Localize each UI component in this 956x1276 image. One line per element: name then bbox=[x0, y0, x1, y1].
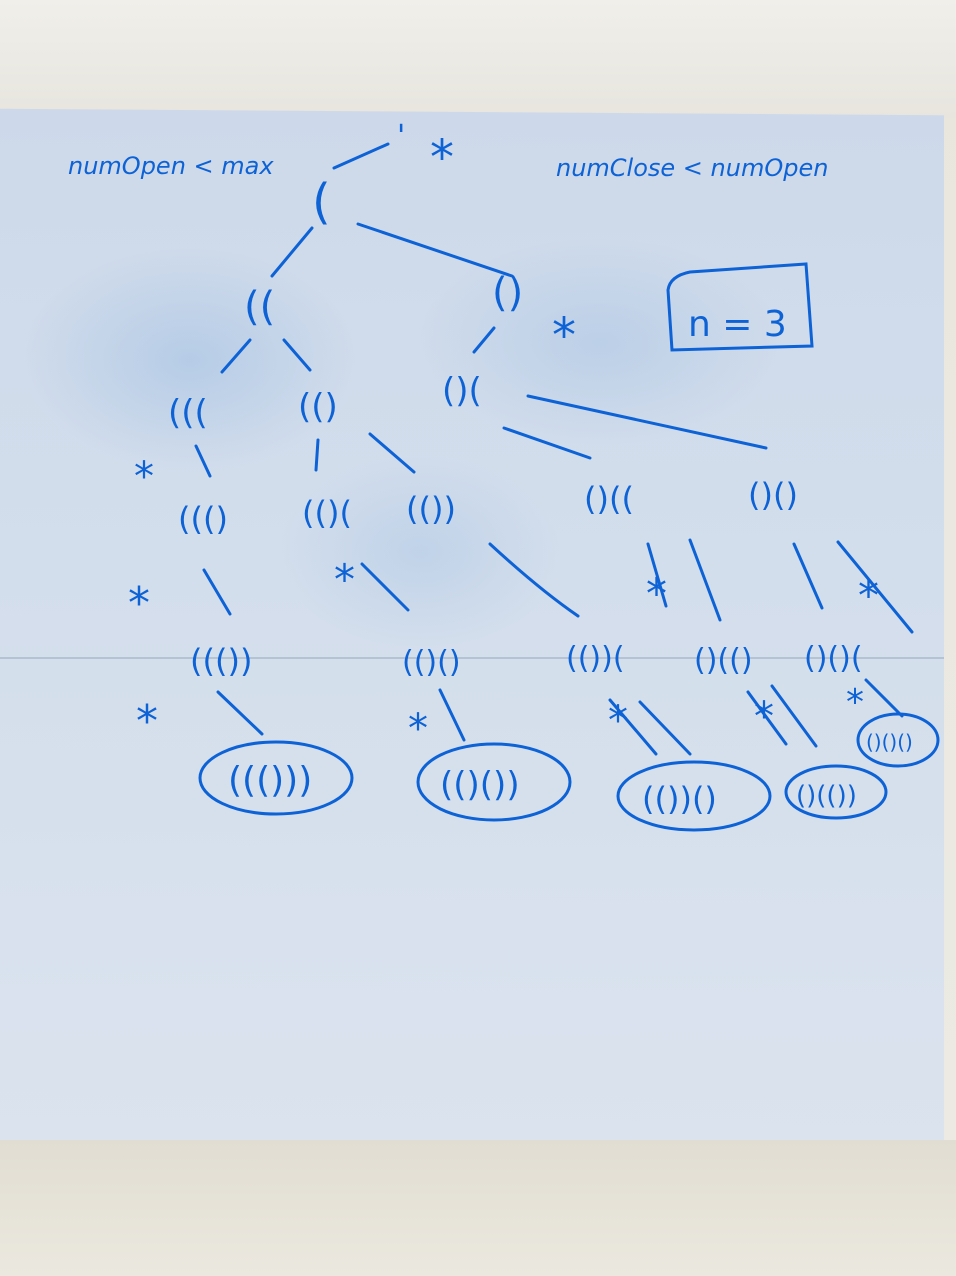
edge-l5-b bbox=[438, 688, 466, 742]
result-5: ()()() bbox=[866, 730, 913, 754]
root-node: ' bbox=[397, 119, 405, 154]
result-4: ()(()) bbox=[796, 781, 857, 811]
cross-mark-level4-g: * bbox=[858, 571, 879, 620]
cross-mark-level5-c: * bbox=[608, 698, 628, 744]
edge-l3-d bbox=[526, 394, 768, 450]
edge-l4-a bbox=[202, 568, 232, 616]
whiteboard-seam bbox=[0, 657, 944, 659]
result-3: (())() bbox=[642, 780, 717, 818]
result-1: ((())) bbox=[228, 760, 312, 801]
edge-l5-c bbox=[608, 698, 658, 756]
edge-l4-d bbox=[646, 542, 668, 608]
wall-background-top bbox=[0, 0, 956, 118]
n-value: n = 3 bbox=[688, 304, 787, 345]
edge-l5-a bbox=[216, 690, 264, 736]
cross-mark-level5-g: * bbox=[846, 682, 864, 723]
edge-l2-a bbox=[220, 338, 252, 374]
node-level2-left: (( bbox=[244, 284, 275, 330]
node-level1: ( bbox=[312, 174, 331, 230]
node-level5-b: (()() bbox=[402, 645, 461, 680]
cross-mark-level3-a: * bbox=[134, 454, 154, 500]
result-ellipse-4 bbox=[784, 764, 888, 820]
edge-l2-c bbox=[472, 326, 496, 354]
node-level4-e: ()() bbox=[748, 476, 798, 514]
rule-open-condition: numOpen < max bbox=[68, 152, 274, 180]
cross-mark-level5-e: * bbox=[754, 694, 774, 740]
edge-l3-b bbox=[314, 438, 320, 472]
node-level3-b: (() bbox=[298, 387, 338, 427]
result-ellipse-2 bbox=[416, 742, 572, 822]
result-2: (()()) bbox=[440, 765, 520, 805]
cross-mark-level5-a: * bbox=[136, 696, 158, 747]
cross-mark-level4-a: * bbox=[128, 578, 150, 629]
rule-close-condition: numClose < numOpen bbox=[556, 154, 828, 182]
node-level3-a: ((( bbox=[168, 393, 208, 433]
edge-l3-a bbox=[194, 444, 212, 478]
cross-mark-level2: * bbox=[552, 308, 576, 364]
edge-l4-c bbox=[488, 542, 580, 618]
node-level5-d: ()(() bbox=[694, 643, 753, 678]
cross-mark-level5-b: * bbox=[408, 706, 428, 752]
result-ellipse-5 bbox=[856, 712, 940, 768]
n-box-border bbox=[666, 262, 814, 352]
edge-l3-e bbox=[502, 426, 592, 460]
edge-l2-b bbox=[282, 338, 312, 372]
result-ellipse-1 bbox=[198, 740, 354, 816]
node-level4-b: (()( bbox=[302, 494, 352, 532]
cross-mark-level4-d: * bbox=[646, 569, 667, 618]
node-level4-a: ((() bbox=[178, 500, 228, 538]
node-level4-c: (()) bbox=[406, 490, 456, 528]
edge-l5-f bbox=[770, 684, 818, 748]
edge-l4-b bbox=[360, 562, 410, 612]
node-level5-e: ()()( bbox=[804, 641, 863, 676]
edge-l4-f bbox=[792, 542, 824, 610]
edge-l1-left bbox=[270, 226, 314, 278]
root-cross-mark: * bbox=[430, 130, 454, 186]
node-level2-right: () bbox=[492, 270, 523, 316]
edge-l4-e bbox=[688, 538, 722, 622]
node-level5-c: (())( bbox=[566, 641, 625, 676]
node-level3-c: ()( bbox=[442, 371, 482, 411]
result-ellipse-3 bbox=[616, 760, 772, 832]
node-level5-a: ((()) bbox=[190, 642, 252, 680]
node-level4-d: ()(( bbox=[584, 480, 634, 518]
edge-l5-g bbox=[864, 678, 904, 718]
edge-l3-c bbox=[368, 432, 416, 474]
edge-l4-g bbox=[836, 540, 914, 634]
cross-mark-level4-b: * bbox=[334, 555, 355, 604]
wall-background-bottom bbox=[0, 1140, 956, 1276]
edge-l5-e bbox=[746, 690, 788, 746]
edge-root-left bbox=[332, 142, 390, 170]
edge-l5-d bbox=[638, 700, 692, 756]
edge-l1-right bbox=[356, 222, 514, 278]
